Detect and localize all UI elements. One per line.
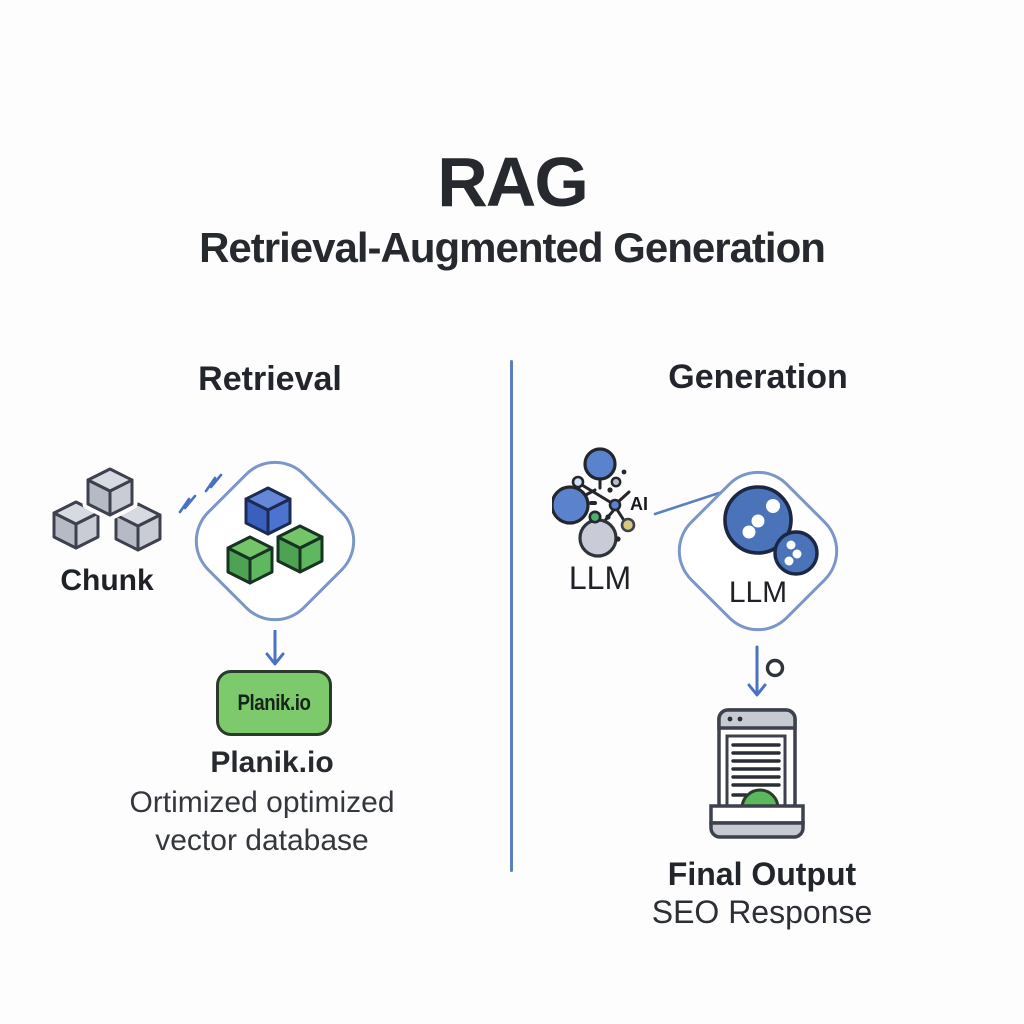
retrieval-column-header: Retrieval <box>198 360 342 398</box>
generation-column-header: Generation <box>668 358 848 396</box>
vector-db-box: Planik.io <box>216 670 332 736</box>
chunk-label: Chunk <box>60 564 154 597</box>
llm-icon-label: LLM <box>568 560 632 596</box>
vector-db-desc-line2: vector database <box>155 824 369 857</box>
down-arrow-icon <box>265 630 285 666</box>
circle-marker-icon <box>765 658 785 678</box>
page-subtitle: Retrieval-Augmented Generation <box>199 224 826 271</box>
down-arrow-icon <box>747 645 785 697</box>
page-title: RAG <box>437 143 589 221</box>
final-output-title: Final Output <box>667 856 857 892</box>
ai-network-icon <box>552 447 636 558</box>
vector-db-name: Planik.io <box>210 746 334 779</box>
llm-spheres-icon <box>723 485 819 576</box>
column-divider <box>510 360 513 872</box>
document-output-icon <box>709 708 805 839</box>
zigzag-marks-icon <box>178 473 223 514</box>
vector-db-box-label: Planik.io <box>237 690 311 715</box>
vector-db-desc-line1: Ortimized optimized <box>129 786 395 819</box>
ai-badge: AI <box>630 494 648 514</box>
chunk-cubes-icon <box>52 463 162 552</box>
final-output-subtitle: SEO Response <box>651 894 873 930</box>
embedding-cubes-icon <box>226 486 324 585</box>
connector-line <box>653 491 721 516</box>
generation-diamond-label: LLM <box>728 576 788 609</box>
